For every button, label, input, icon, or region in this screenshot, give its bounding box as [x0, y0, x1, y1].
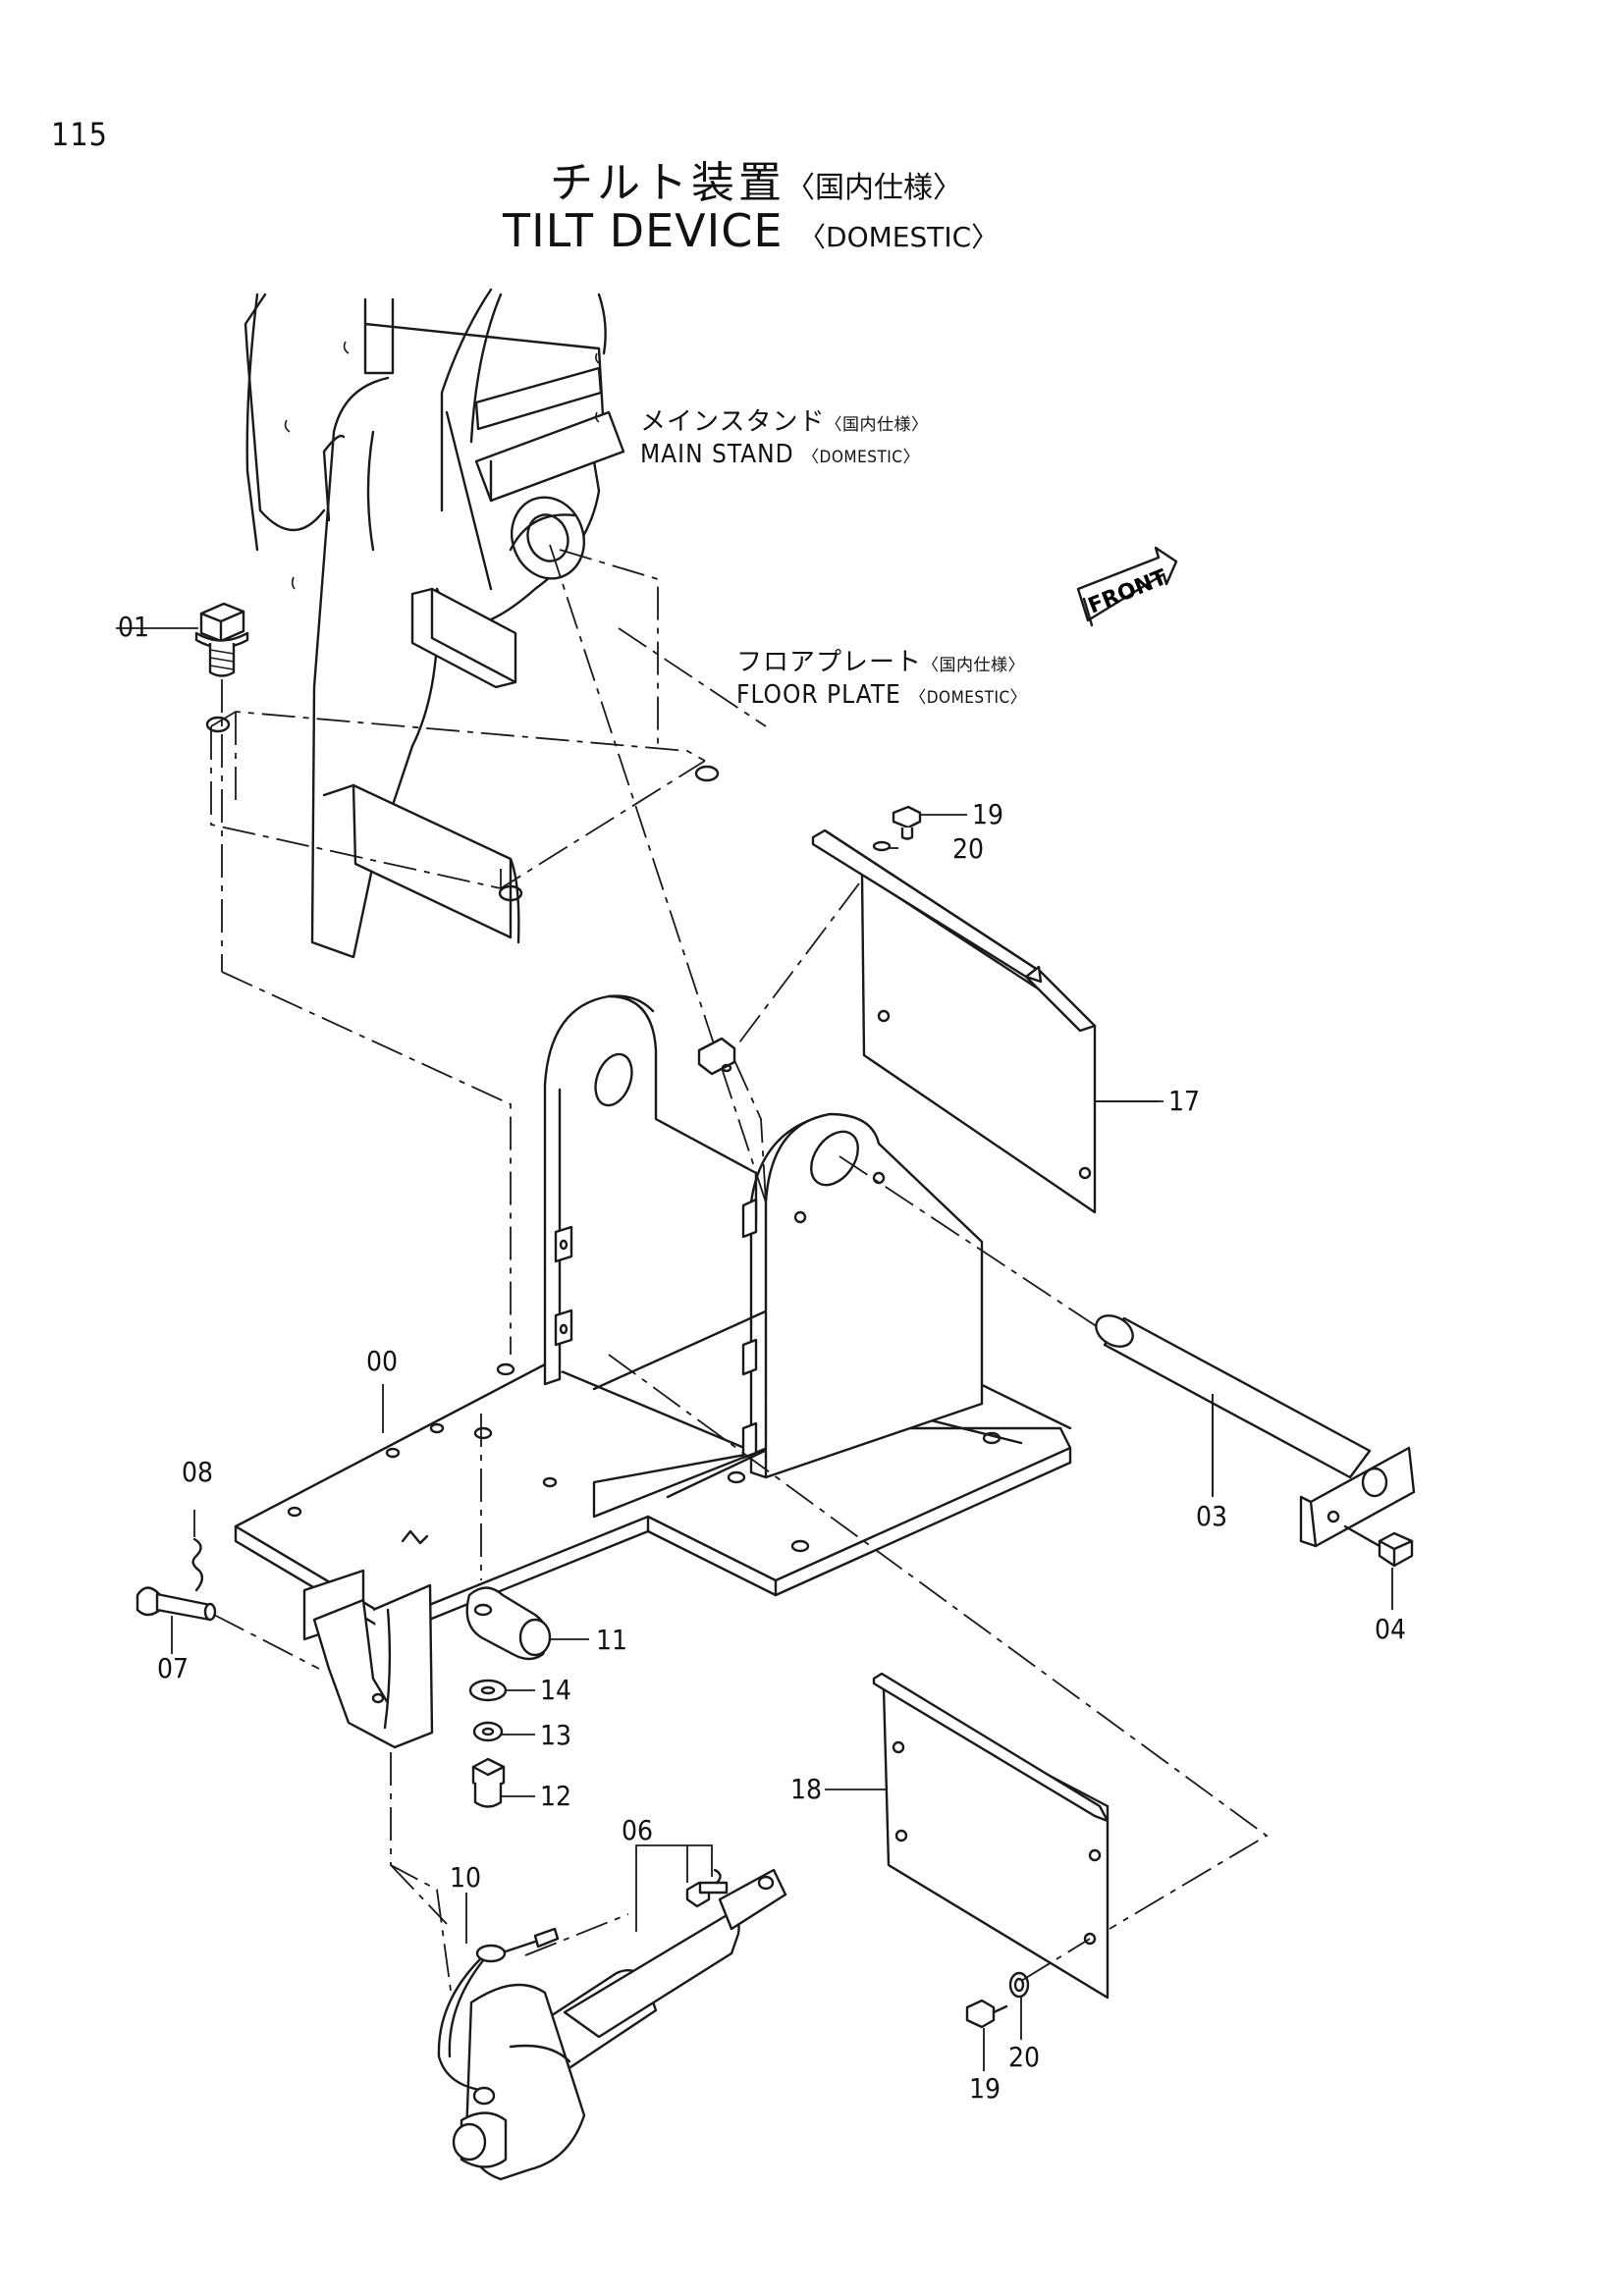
label-floor-plate-en: FLOOR PLATE [736, 680, 901, 710]
label-floor-plate-en-sub: 〈DOMESTIC〉 [909, 688, 1028, 708]
part-17-cover-plate [718, 828, 1164, 1214]
callout-12: 12 [540, 1780, 572, 1812]
part-18-cover-plate [608, 1354, 1269, 2000]
callout-04: 04 [1375, 1613, 1407, 1645]
label-main-stand-en: MAIN STAND [640, 440, 794, 469]
right-upright-bracket [549, 544, 1110, 1479]
callout-20-top: 20 [952, 832, 985, 865]
guide-line-01 [221, 971, 512, 1355]
label-main-stand-jp: メインスタンド [640, 407, 826, 437]
callout-20-bottom: 20 [1008, 2041, 1041, 2073]
title-en-sub: 〈DOMESTIC〉 [798, 221, 1000, 253]
callout-00: 00 [366, 1345, 399, 1377]
label-floor-plate-jp: フロアプレート [736, 648, 923, 677]
page-number: 115 [51, 116, 108, 153]
callout-03: 03 [1196, 1500, 1228, 1532]
part-06-actuator [437, 1844, 787, 2181]
label-floor-plate-jp-sub: 〈国内仕様〉 [922, 656, 1026, 675]
sensor-tab [697, 1037, 767, 1203]
callout-10: 10 [450, 1861, 482, 1894]
title-jp-main: チルト装置 [550, 158, 785, 208]
part-04-bolt [1343, 1524, 1414, 1610]
part-01-bolt [116, 602, 249, 972]
part-19-20-bottom-screw [965, 1938, 1091, 2071]
hinge-bracket-assembly [135, 1510, 453, 1999]
callout-19-bottom: 19 [969, 2072, 1001, 2105]
floor-plate-pocket [205, 549, 767, 902]
callout-07: 07 [157, 1652, 189, 1684]
part-19-20-top-screw [872, 805, 967, 852]
left-upright-bracket [543, 994, 758, 1386]
callout-19-top: 19 [972, 798, 1004, 830]
title-english: TILT DEVICE 〈DOMESTIC〉 [503, 204, 999, 257]
callout-01: 01 [118, 611, 150, 643]
label-main-stand-en-sub: 〈DOMESTIC〉 [802, 448, 920, 467]
label-main-stand: メインスタンド〈国内仕様〉 MAIN STAND 〈DOMESTIC〉 [640, 407, 928, 472]
title-japanese: チルト装置〈国内仕様〉 [550, 147, 962, 210]
callout-18: 18 [790, 1773, 823, 1805]
callout-13: 13 [540, 1719, 572, 1751]
front-arrow-icon: FRONT [1076, 546, 1178, 627]
main-stand-drawing [244, 288, 625, 959]
washer-clamp-stack [465, 1414, 589, 1808]
title-jp-sub: 〈国内仕様〉 [785, 171, 962, 205]
label-main-stand-jp-sub: 〈国内仕様〉 [825, 415, 929, 435]
callout-17: 17 [1168, 1085, 1201, 1117]
title-en-main: TILT DEVICE [503, 204, 784, 257]
part-03-pin-shaft [1095, 1314, 1416, 1548]
callout-06: 06 [622, 1814, 654, 1846]
callout-08: 08 [182, 1456, 214, 1488]
label-floor-plate: フロアプレート〈国内仕様〉 FLOOR PLATE 〈DOMESTIC〉 [736, 648, 1027, 713]
callout-14: 14 [540, 1674, 572, 1706]
callout-11: 11 [596, 1624, 628, 1656]
